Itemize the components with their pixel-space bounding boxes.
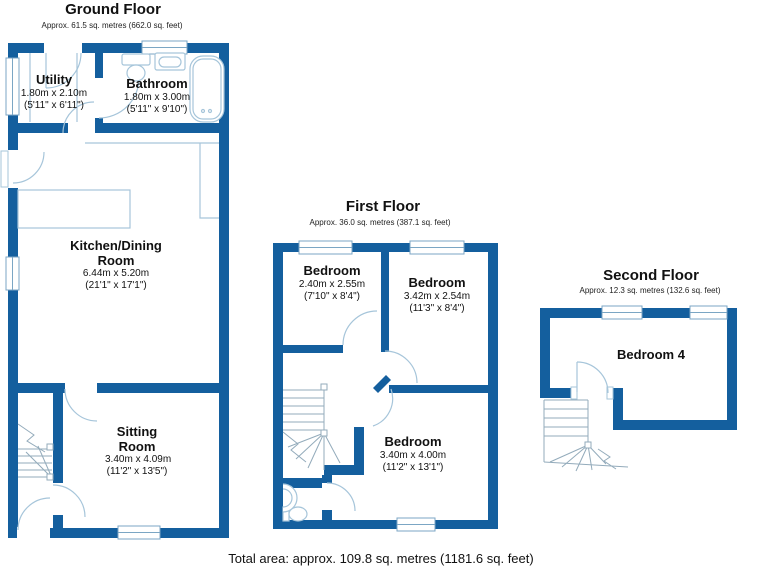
room-name: Kitchen/Dining Room	[70, 238, 162, 268]
sink	[282, 483, 298, 513]
bathroom-fixtures	[121, 52, 225, 123]
room-dims-imperial: (5'11" x 9'10")	[126, 103, 188, 115]
room-name: Bedroom	[408, 275, 466, 290]
ground-floor-plan	[0, 40, 229, 540]
second-floor-windows	[601, 305, 728, 320]
room-name: Bedroom	[384, 434, 442, 449]
second-floor-walls	[540, 308, 737, 430]
room-dims-metric: 3.40m x 4.00m	[379, 449, 447, 461]
bathtub	[189, 55, 225, 123]
ground-floor-subtitle: Approx. 61.5 sq. metres (662.0 sq. feet)	[41, 21, 183, 30]
first-floor-windows	[298, 240, 465, 532]
room-label-sitting-room: Sitting Room 3.40m x 4.09m (11'2" x 13'5…	[105, 424, 172, 478]
room-dims-imperial: (11'2" x 13'1")	[382, 461, 444, 473]
first-floor-subtitle: Approx. 36.0 sq. metres (387.1 sq. feet)	[309, 218, 451, 227]
second-floor-plan	[540, 305, 737, 472]
ground-floor-door-gaps	[7, 42, 104, 539]
toilet	[121, 53, 151, 82]
room-name: Utility	[35, 72, 73, 87]
room-name: Bathroom	[126, 76, 188, 91]
room-dims-imperial: (21'1" x 17'1")	[85, 280, 147, 292]
first-floor-plan	[273, 240, 498, 532]
second-floor-door	[570, 361, 614, 400]
room-dims-metric: 6.44m x 5.20m	[82, 268, 150, 280]
room-dims-metric: 3.40m x 4.09m	[105, 454, 172, 466]
room-label-bathroom: Bathroom 1.80m x 3.00m (5'11" x 9'10")	[123, 76, 191, 116]
ground-floor-windows	[5, 40, 188, 540]
first-floor-stairs	[282, 383, 341, 470]
room-dims-metric: 3.42m x 2.54m	[403, 290, 471, 302]
second-floor-title: Second Floor	[603, 267, 699, 284]
room-label-utility: Utility 1.80m x 2.10m (5'11" x 6'11")	[20, 72, 88, 112]
room-label-bedroom-2: Bedroom 3.42m x 2.54m (11'3" x 8'4")	[403, 275, 471, 315]
room-label-bedroom-1: Bedroom 2.40m x 2.55m (7'10" x 8'4")	[298, 263, 366, 303]
ground-floor-doors	[0, 52, 140, 531]
room-name: Sitting Room	[116, 424, 158, 454]
ground-floor-title: Ground Floor	[65, 1, 161, 18]
room-name: Bedroom	[303, 263, 361, 278]
room-dims-imperial: (11'2" x 13'5")	[106, 466, 168, 478]
room-name: Bedroom 4	[617, 347, 685, 362]
total-area-text: Total area: approx. 109.8 sq. metres (11…	[228, 551, 534, 566]
room-label-bedroom-3: Bedroom 3.40m x 4.00m (11'2" x 13'1")	[379, 434, 447, 474]
room-dims-metric: 1.80m x 3.00m	[123, 91, 191, 103]
room-dims-metric: 2.40m x 2.55m	[298, 278, 366, 290]
room-dims-imperial: (5'11" x 6'11")	[23, 99, 85, 111]
room-dims-metric: 1.80m x 2.10m	[20, 87, 88, 99]
ground-floor-stairs	[17, 423, 54, 481]
first-floor-doors	[326, 310, 418, 512]
first-floor-walls	[273, 243, 498, 529]
kitchen-counter	[17, 53, 219, 229]
toilet	[282, 506, 308, 522]
sink	[154, 52, 186, 71]
room-label-bedroom-4: Bedroom 4	[617, 347, 685, 363]
room-dims-imperial: (11'3" x 8'4")	[409, 302, 465, 314]
first-floor-title: First Floor	[345, 198, 421, 215]
second-floor-stairs	[543, 399, 629, 472]
room-label-kitchen-dining: Kitchen/Dining Room 6.44m x 5.20m (21'1"…	[56, 238, 176, 292]
second-floor-subtitle: Approx. 12.3 sq. metres (132.6 sq. feet)	[579, 286, 721, 295]
room-dims-imperial: (7'10" x 8'4")	[304, 290, 360, 302]
wc-fixtures	[282, 483, 308, 522]
